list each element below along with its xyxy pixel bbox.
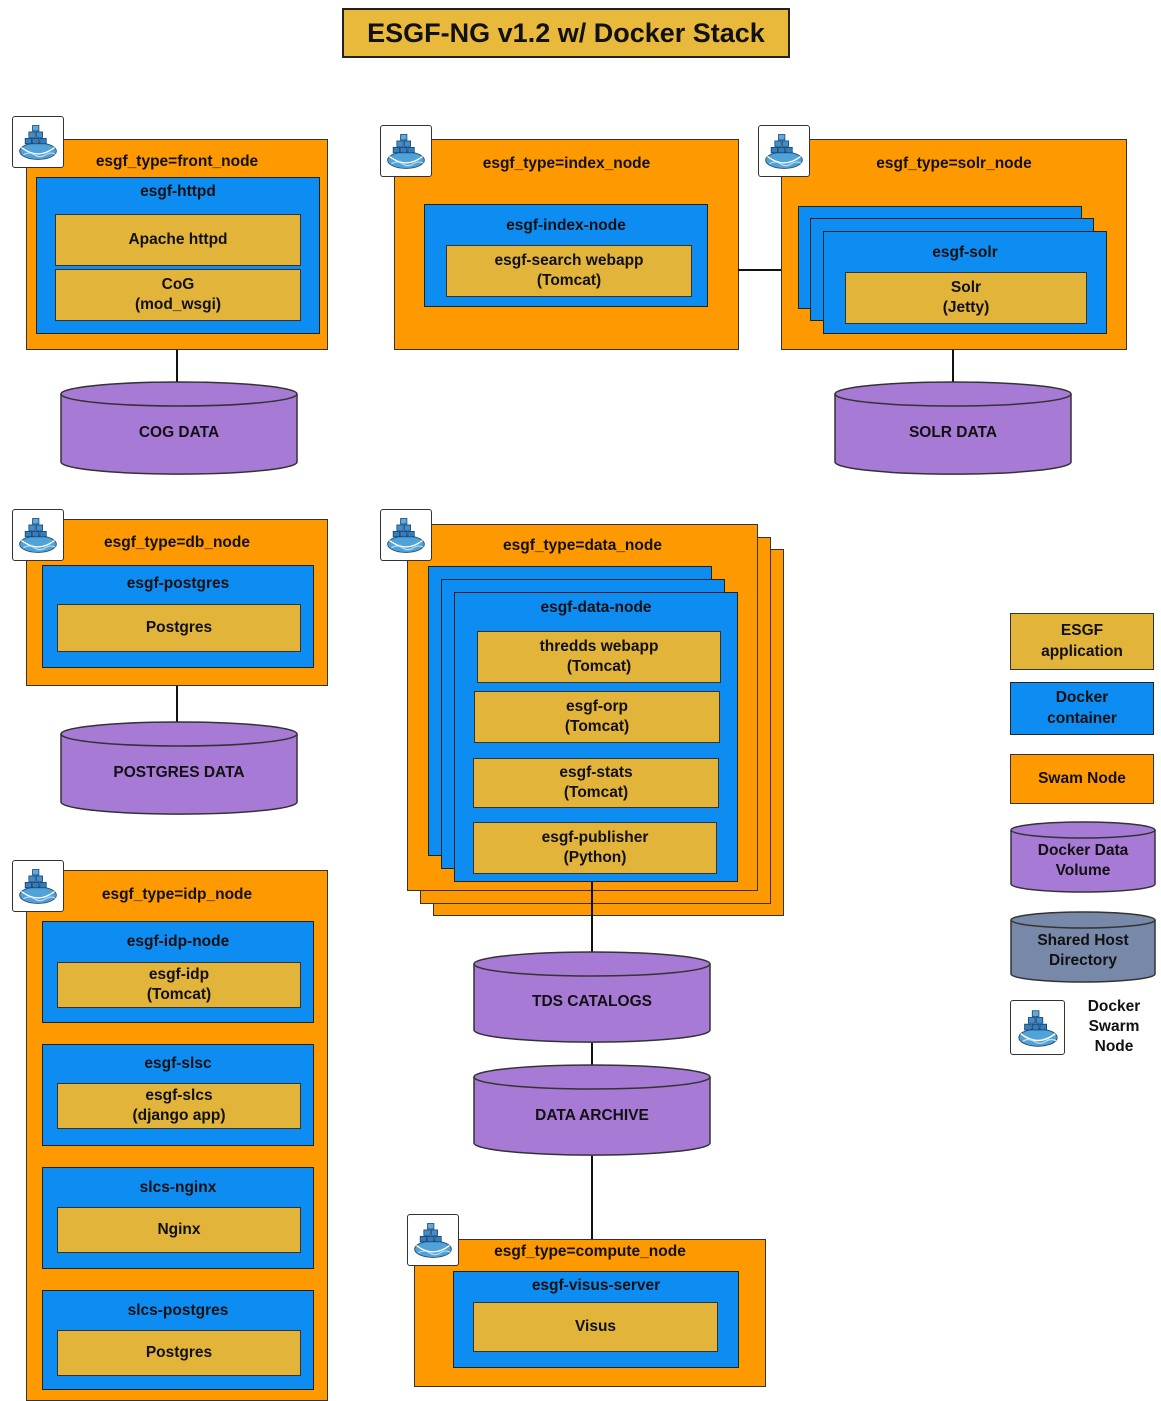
esgf-orp-app: esgf-orp (Tomcat) bbox=[474, 691, 720, 743]
thredds-webapp: thredds webapp (Tomcat) bbox=[477, 631, 721, 683]
esgf-httpd-label: esgf-httpd bbox=[140, 183, 216, 200]
esgf-data-node-label: esgf-data-node bbox=[540, 599, 652, 616]
idp-node-swarm-icon bbox=[12, 860, 64, 912]
db-node-label: esgf_type=db_node bbox=[104, 534, 250, 551]
esgf-postgres-label: esgf-postgres bbox=[126, 575, 230, 592]
solr-node-connector bbox=[952, 350, 954, 384]
tds-to-archive-connector bbox=[591, 1043, 593, 1067]
data-node-connector bbox=[591, 882, 593, 954]
compute-node: esgf_type=compute_node esgf-visus-server… bbox=[414, 1239, 766, 1387]
compute-node-label: esgf_type=compute_node bbox=[494, 1243, 686, 1260]
legend-esgf-application: ESGF application bbox=[1010, 613, 1154, 670]
esgf-index-node-container: esgf-index-node esgf-search webapp (Tomc… bbox=[424, 204, 708, 307]
solr-data-label: SOLR DATA bbox=[908, 424, 998, 441]
esgf-solr-label: esgf-solr bbox=[932, 244, 998, 261]
solr-data-volume bbox=[834, 381, 1072, 475]
legend-swarm-node: Swam Node bbox=[1010, 754, 1154, 804]
tds-catalogs-label: TDS CATALOGS bbox=[532, 993, 652, 1010]
idp-node-label: esgf_type=idp_node bbox=[101, 886, 253, 903]
diagram-title: ESGF-NG v1.2 w/ Docker Stack bbox=[342, 8, 790, 58]
index-node: esgf_type=index_node esgf-index-node esg… bbox=[394, 139, 739, 350]
solr-jetty-app: Solr (Jetty) bbox=[845, 272, 1087, 324]
esgf-idp-node-label: esgf-idp-node bbox=[126, 933, 230, 950]
esgf-slsc-container: esgf-slsc esgf-slcs (django app) bbox=[42, 1044, 314, 1146]
visus-app: Visus bbox=[473, 1302, 718, 1352]
data-node-swarm-icon bbox=[380, 509, 432, 561]
data-archive-label: DATA ARCHIVE bbox=[535, 1107, 649, 1124]
legend-shared-host-label: Shared Host Directory bbox=[1037, 932, 1129, 970]
legend-docker-container: Docker container bbox=[1010, 682, 1154, 735]
esgf-httpd-container: esgf-httpd Apache httpd CoG (mod_wsgi) bbox=[36, 177, 320, 334]
legend-shared-host-shape bbox=[1010, 911, 1156, 983]
data-node-label: esgf_type=data_node bbox=[503, 537, 662, 554]
esgf-stats-app: esgf-stats (Tomcat) bbox=[473, 758, 719, 808]
esgf-solr-container: esgf-solr Solr (Jetty) bbox=[823, 231, 1107, 334]
compute-node-swarm-icon bbox=[407, 1214, 459, 1266]
esgf-publisher-app: esgf-publisher (Python) bbox=[473, 822, 717, 874]
esgf-idp-app: esgf-idp (Tomcat) bbox=[57, 962, 301, 1008]
front-node-connector bbox=[176, 350, 178, 384]
cog-app: CoG (mod_wsgi) bbox=[55, 269, 301, 321]
esgf-visus-server-container: esgf-visus-server Visus bbox=[453, 1271, 739, 1368]
tds-catalogs-volume bbox=[473, 951, 711, 1043]
data-archive-volume bbox=[473, 1064, 711, 1156]
archive-to-compute-connector bbox=[591, 1156, 593, 1240]
slcs-postgres-label: slcs-postgres bbox=[127, 1302, 229, 1319]
esgf-index-node-label: esgf-index-node bbox=[506, 217, 626, 234]
legend-swarm-icon-label: Docker Swarm Node bbox=[1087, 998, 1141, 1056]
esgf-slsc-label: esgf-slsc bbox=[144, 1055, 212, 1072]
slcs-nginx-label: slcs-nginx bbox=[139, 1179, 217, 1196]
legend-data-volume-label: Docker Data Volume bbox=[1037, 842, 1129, 880]
esgf-data-node-container: esgf-data-node thredds webapp (Tomcat) e… bbox=[454, 592, 738, 882]
index-node-swarm-icon bbox=[380, 125, 432, 177]
esgf-slcs-app: esgf-slcs (django app) bbox=[57, 1083, 301, 1129]
cog-data-label: COG DATA bbox=[138, 424, 220, 441]
solr-node-label: esgf_type=solr_node bbox=[876, 155, 1032, 172]
cog-data-volume bbox=[60, 381, 298, 475]
apache-httpd-app: Apache httpd bbox=[55, 214, 301, 266]
front-node-label: esgf_type=front_node bbox=[95, 153, 259, 170]
esgf-idp-node-container: esgf-idp-node esgf-idp (Tomcat) bbox=[42, 921, 314, 1023]
esgf-postgres-container: esgf-postgres Postgres bbox=[42, 565, 314, 668]
esgf-search-webapp: esgf-search webapp (Tomcat) bbox=[446, 245, 692, 297]
esgf-visus-server-label: esgf-visus-server bbox=[531, 1277, 661, 1294]
solr-node-swarm-icon bbox=[758, 125, 810, 177]
slcs-postgres-app: Postgres bbox=[57, 1330, 301, 1376]
front-node-swarm-icon bbox=[12, 116, 64, 168]
idp-node: esgf_type=idp_node esgf-idp-node esgf-id… bbox=[26, 870, 328, 1401]
db-node-swarm-icon bbox=[12, 509, 64, 561]
postgres-app: Postgres bbox=[57, 604, 301, 652]
slcs-nginx-container: slcs-nginx Nginx bbox=[42, 1167, 314, 1269]
nginx-app: Nginx bbox=[57, 1207, 301, 1253]
db-node: esgf_type=db_node esgf-postgres Postgres bbox=[26, 519, 328, 686]
slcs-postgres-container: slcs-postgres Postgres bbox=[42, 1290, 314, 1390]
front-node: esgf_type=front_node esgf-httpd Apache h… bbox=[26, 139, 328, 350]
legend-swarm-icon bbox=[1010, 1000, 1065, 1055]
legend-data-volume-shape bbox=[1010, 821, 1156, 893]
index-node-label: esgf_type=index_node bbox=[482, 155, 651, 172]
postgres-data-volume bbox=[60, 721, 298, 815]
postgres-data-label: POSTGRES DATA bbox=[113, 764, 245, 781]
db-node-connector bbox=[176, 686, 178, 724]
